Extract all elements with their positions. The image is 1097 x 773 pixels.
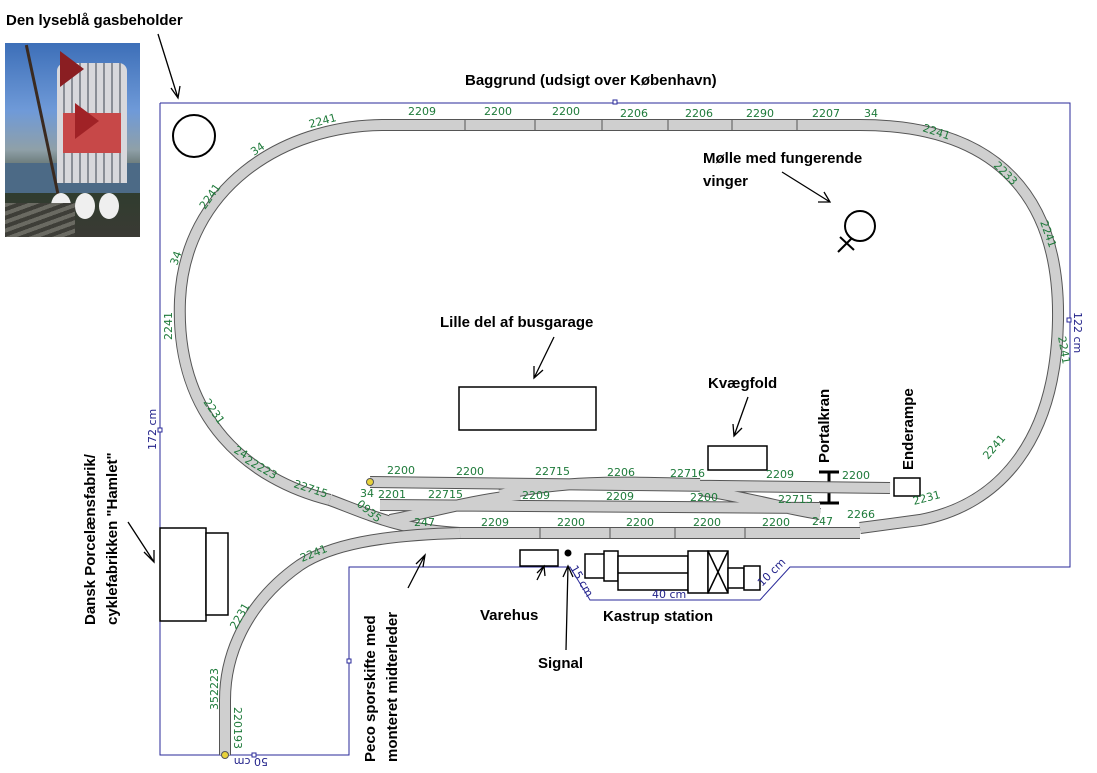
track-label: 220193: [231, 707, 244, 749]
dimension-40cm: 40 cm: [652, 588, 686, 601]
track-label: 34: [864, 107, 878, 120]
factory-building: [159, 527, 229, 622]
label-gantry-crane: Portalkran: [816, 388, 833, 463]
track-label: 2201: [378, 488, 406, 501]
track-end-marker-2: [221, 751, 229, 759]
label-gasholder: Den lyseblå gasbeholder: [6, 12, 183, 29]
gasholder-symbol: [172, 114, 216, 158]
track-label: 2209: [408, 105, 436, 118]
track-label: 22223: [243, 453, 280, 482]
track-label: 2200: [484, 105, 512, 118]
board-outline: [159, 102, 1071, 756]
track-label: 22715: [778, 493, 813, 506]
warehouse-building: [519, 549, 559, 567]
track-label: 34: [360, 487, 374, 500]
track-yard: [327, 476, 891, 539]
track-branch: [219, 527, 461, 755]
label-bus-garage: Lille del af busgarage: [440, 314, 594, 331]
track-label: 2200: [693, 516, 721, 529]
track-label: 2200: [690, 491, 718, 504]
photo-buoy: [99, 193, 119, 219]
track-label: 2207: [812, 107, 840, 120]
label-peco-line1: Peco sporskifte med: [362, 615, 379, 762]
track-label: 2200: [762, 516, 790, 529]
track-label: 2241: [1055, 335, 1073, 365]
track-label: 22715: [428, 488, 463, 501]
track-end-marker: [366, 478, 374, 486]
track-label: 22716: [670, 467, 705, 480]
photo-deck: [5, 203, 75, 237]
label-station: Kastrup station: [603, 608, 714, 625]
label-cattle-pen: Kvægfold: [708, 375, 778, 392]
board-markers: [157, 99, 1072, 758]
track-label: 2241: [162, 312, 175, 340]
track-label: 2200: [557, 516, 585, 529]
label-end-ramp: Enderampe: [900, 388, 917, 470]
photo-buoy: [75, 193, 95, 219]
dimension-122cm: 122 cm: [1071, 312, 1084, 353]
track-joints: [464, 119, 798, 539]
photo-flag: [75, 103, 99, 139]
gasholder-photo: [5, 43, 140, 237]
label-windmill-line1: Mølle med fungerende: [703, 150, 863, 167]
track-label: 2241: [980, 432, 1008, 462]
track-label: 2266: [847, 508, 875, 521]
dimension-labels: 122 cm 172 cm 40 cm 50 cm 15 cm 10 cm: [146, 312, 1084, 768]
station-building: [584, 550, 761, 594]
track-label: 2200: [626, 516, 654, 529]
label-factory-line2: cyklefabrikken "Hamlet": [104, 452, 121, 625]
dimension-172cm: 172 cm: [146, 409, 159, 450]
track-label: 247: [414, 516, 435, 529]
track-outer-oval: [173, 119, 1065, 534]
track-label: 2200: [456, 465, 484, 478]
label-signal: Signal: [538, 655, 584, 672]
track-label: 2290: [746, 107, 774, 120]
cattle-pen-building: [707, 445, 768, 471]
track-label: 24: [232, 443, 251, 461]
photo-flag: [60, 51, 84, 87]
annotation-arrows: [127, 33, 832, 651]
track-label: 34: [168, 249, 185, 267]
track-label: 2200: [387, 464, 415, 477]
label-factory-line1: Dansk Porcelænsfabrik/: [82, 454, 99, 625]
bus-garage-building: [458, 386, 597, 431]
track-label: 2206: [685, 107, 713, 120]
track-label: 2200: [552, 105, 580, 118]
track-number-labels: 2209 2200 2200 2206 2206 2290 2207 34 22…: [162, 105, 1073, 749]
label-background: Baggrund (udsigt over København): [465, 72, 717, 89]
dimension-50cm: 50 cm: [234, 755, 268, 768]
windmill-symbol: [837, 210, 876, 253]
track-label: 22715: [535, 465, 570, 478]
track-label: 2209: [522, 489, 550, 502]
label-windmill-line2: vinger: [703, 173, 749, 190]
label-warehouse: Varehus: [480, 607, 539, 624]
track-label: 2209: [481, 516, 509, 529]
track-label: 2200: [842, 469, 870, 482]
label-peco-line2: monteret midterleder: [384, 611, 401, 762]
track-label: 2209: [766, 468, 794, 481]
signal-symbol: [564, 549, 572, 557]
track-label: 2206: [607, 466, 635, 479]
track-label: 2209: [606, 490, 634, 503]
track-label: 247: [812, 515, 833, 528]
end-ramp-building: [893, 477, 921, 497]
track-label: 352223: [208, 668, 221, 710]
track-label: 2206: [620, 107, 648, 120]
